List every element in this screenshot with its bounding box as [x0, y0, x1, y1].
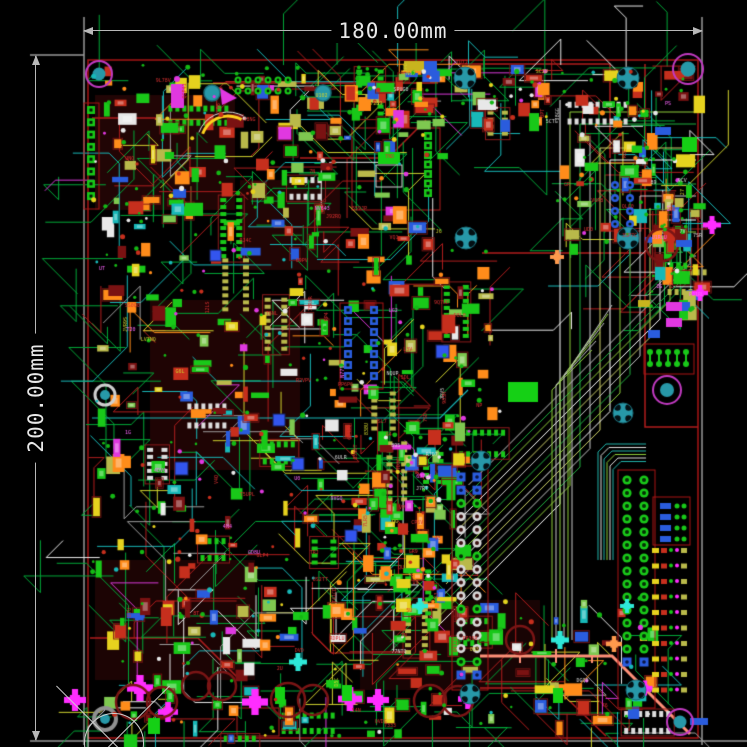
dimension-height-label: 200.00mm: [24, 333, 48, 463]
dimension-width-label: 180.00mm: [331, 19, 455, 43]
dimension-vertical[interactable]: 200.00mm: [24, 55, 48, 741]
dimension-arrow-right-icon: [693, 26, 703, 35]
dimension-arrow-up-icon: [31, 55, 40, 65]
dimension-horizontal[interactable]: 180.00mm: [83, 19, 703, 43]
dimension-arrow-down-icon: [31, 731, 40, 741]
dimension-arrow-left-icon: [83, 26, 93, 35]
